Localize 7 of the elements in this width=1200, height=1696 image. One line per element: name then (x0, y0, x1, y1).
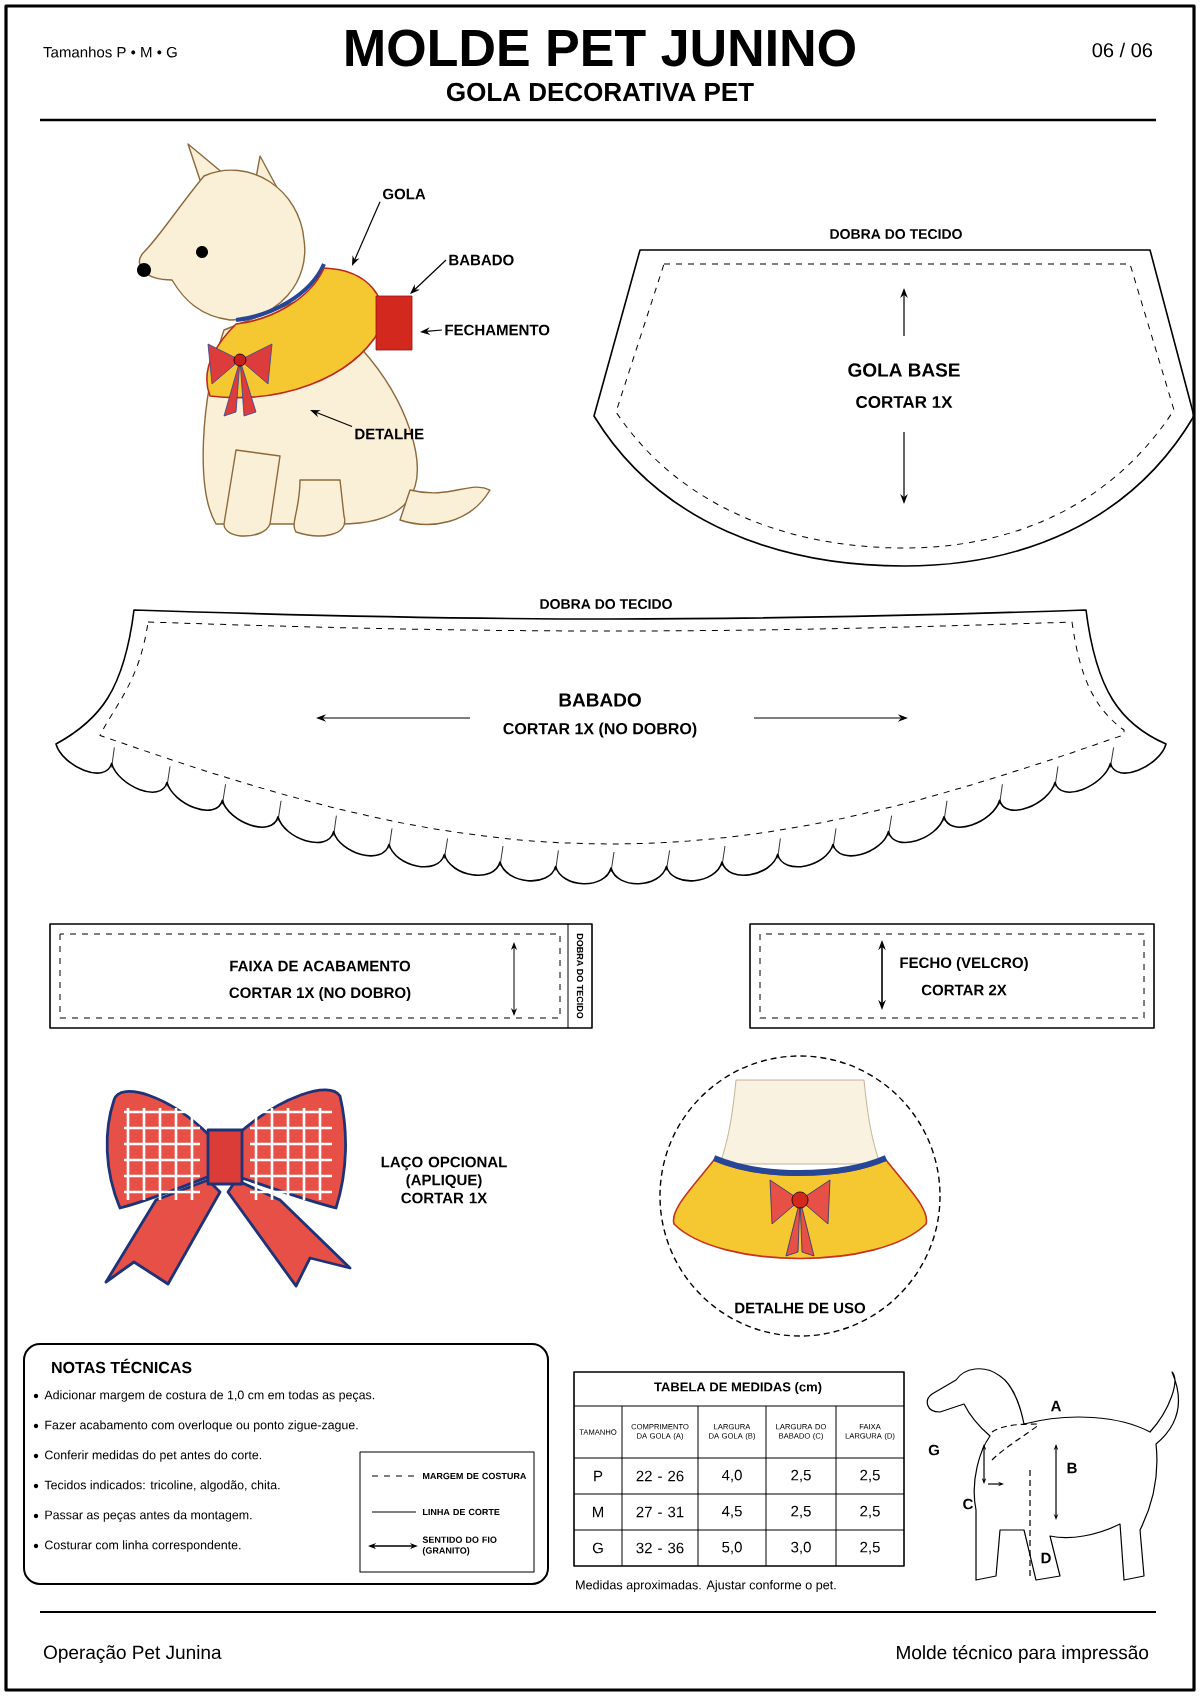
subtitle: GOLA DECORATIVA PET (447, 82, 754, 102)
leader-line (352, 201, 381, 266)
footer-text: Operação Pet Junina (44, 1645, 222, 1663)
page-number: 06 / 06 (1092, 42, 1153, 58)
title: MOLDE PET JUNINO (346, 29, 855, 67)
footer-text: Molde técnico para impressão (897, 1645, 1149, 1663)
leader-line (410, 259, 447, 294)
